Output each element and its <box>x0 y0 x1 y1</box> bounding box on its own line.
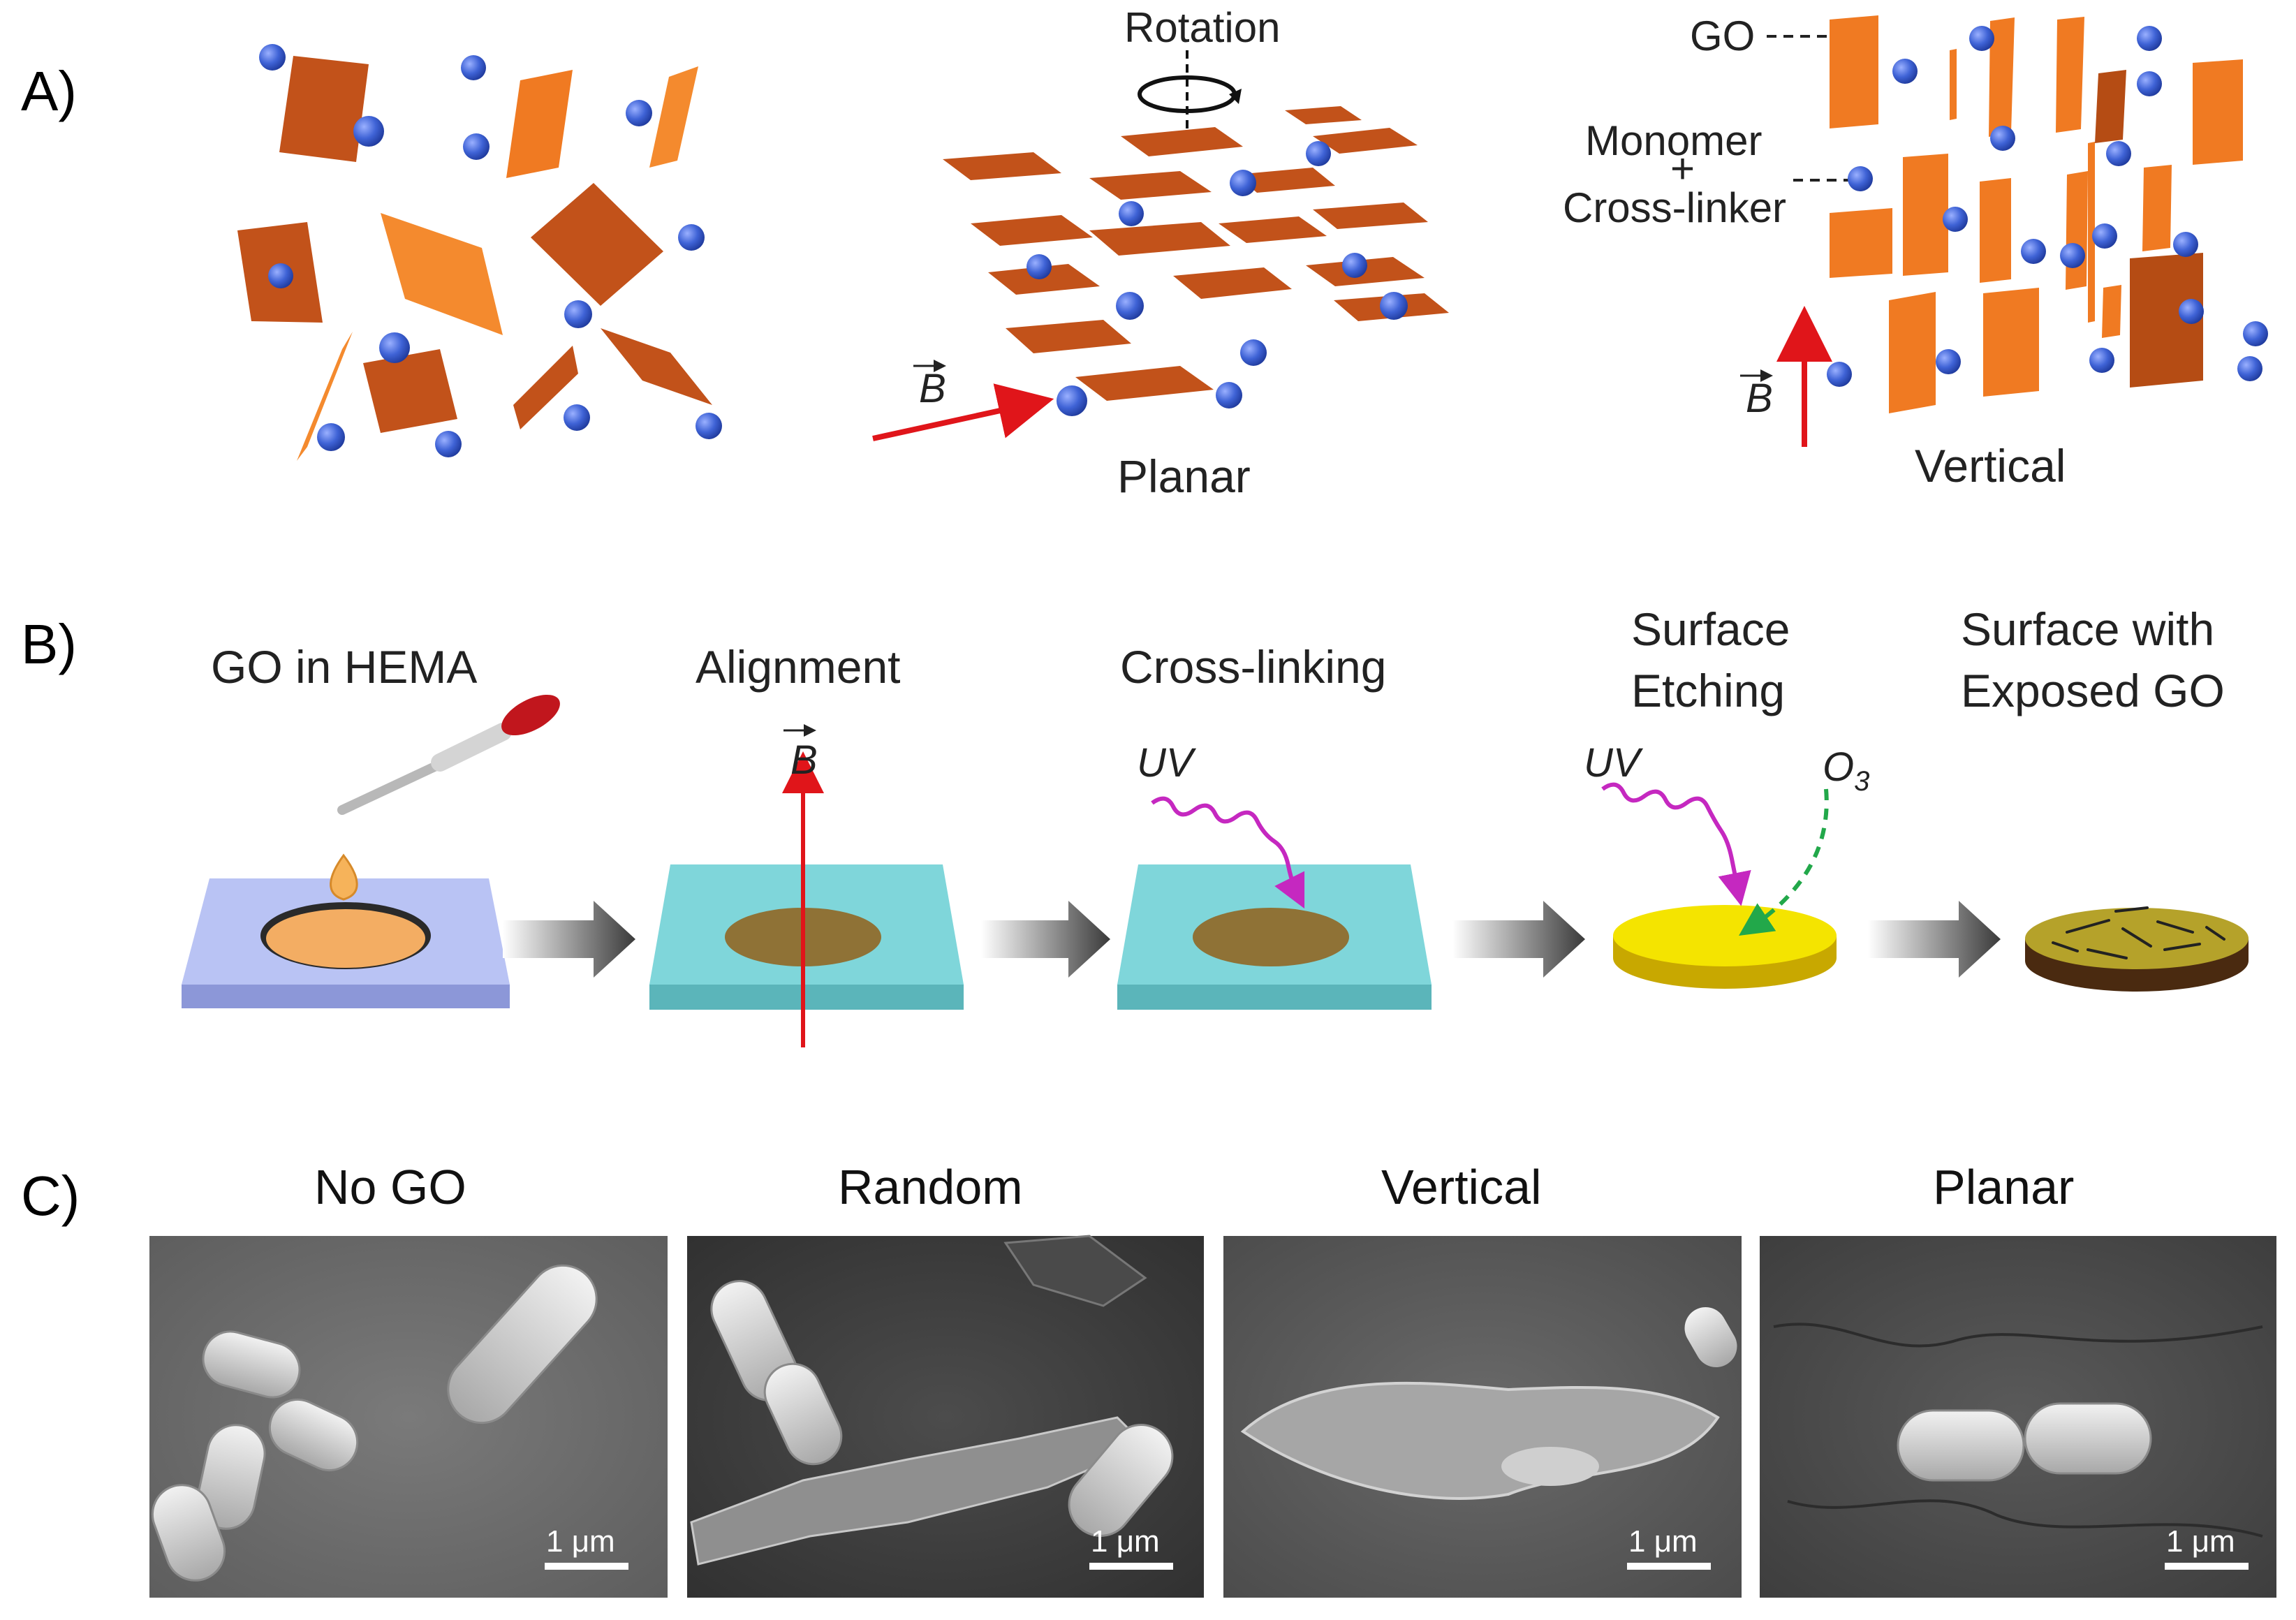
process-arrow-3 <box>1452 901 1585 978</box>
process-arrow-4 <box>1868 901 2001 978</box>
go-label: GO <box>1690 13 1755 59</box>
step5-illustration <box>2025 906 2249 992</box>
scale-label: 1 μm <box>1628 1524 1698 1559</box>
planar-alignment-illustration: Rotation B Planar <box>872 4 1449 502</box>
process-arrow-1 <box>503 901 635 978</box>
sem-title-no-go: No GO <box>314 1160 466 1214</box>
step-exposed-go-line1: Surface with <box>1961 603 2214 655</box>
fabrication-step-labels: GO in HEMA Alignment Cross-linking Surfa… <box>211 603 2225 716</box>
panel-c-letter: C) <box>21 1165 80 1227</box>
vertical-alignment-illustration: GO Monomer + Cross-linker <box>1563 13 2268 492</box>
scale-bar <box>2165 1563 2249 1570</box>
panel-b-letter: B) <box>21 613 77 675</box>
random-dispersion-illustration <box>237 44 722 461</box>
ozone-label: O3 <box>1823 744 1869 797</box>
step-surface-etching-line1: Surface <box>1631 603 1790 655</box>
sem-title-random: Random <box>838 1160 1023 1214</box>
scale-bar <box>1089 1563 1173 1570</box>
scale-label: 1 μm <box>546 1524 615 1559</box>
uv-label-etching: UV <box>1584 740 1644 786</box>
panel-a-letter: A) <box>21 60 77 122</box>
process-arrow-2 <box>981 901 1110 978</box>
vertical-label: Vertical <box>1915 440 2066 492</box>
sem-title-planar: Planar <box>1933 1160 2074 1214</box>
crosslinker-label: Cross-linker <box>1563 184 1786 231</box>
plus-label: + <box>1670 145 1695 192</box>
rotation-label: Rotation <box>1124 4 1280 51</box>
alignment-field-symbol: B <box>790 737 818 783</box>
uv-label-crosslinking: UV <box>1137 740 1197 786</box>
sem-image-vertical: 1 μm <box>1223 1236 1742 1598</box>
monomer-label: Monomer <box>1585 117 1762 164</box>
step-surface-etching-line2: Etching <box>1631 665 1785 716</box>
step-cross-linking: Cross-linking <box>1120 641 1386 693</box>
scale-bar <box>1627 1563 1711 1570</box>
step2-illustration: B <box>649 724 964 1047</box>
planar-label: Planar <box>1117 450 1251 502</box>
step1-illustration <box>182 694 560 1008</box>
sem-image-random: 1 μm <box>687 1235 1204 1598</box>
scale-bar <box>545 1563 628 1570</box>
planar-field-symbol: B <box>919 366 946 411</box>
dropper-icon <box>337 694 560 815</box>
scale-label: 1 μm <box>2166 1524 2235 1559</box>
step-alignment: Alignment <box>696 641 901 693</box>
sem-titles: No GO Random Vertical Planar <box>314 1160 2074 1214</box>
step-go-in-hema: GO in HEMA <box>211 641 477 693</box>
sem-image-planar: 1 μm <box>1760 1236 2276 1598</box>
sem-title-vertical: Vertical <box>1381 1160 1542 1214</box>
sem-image-no-go: 1 μm <box>149 1236 668 1598</box>
vertical-field-symbol: B <box>1746 376 1773 421</box>
step3-illustration: UV <box>1117 740 1432 1010</box>
step-exposed-go-line2: Exposed GO <box>1961 665 2225 716</box>
step4-illustration: UV O3 <box>1584 740 1869 989</box>
scale-label: 1 μm <box>1091 1524 1160 1559</box>
